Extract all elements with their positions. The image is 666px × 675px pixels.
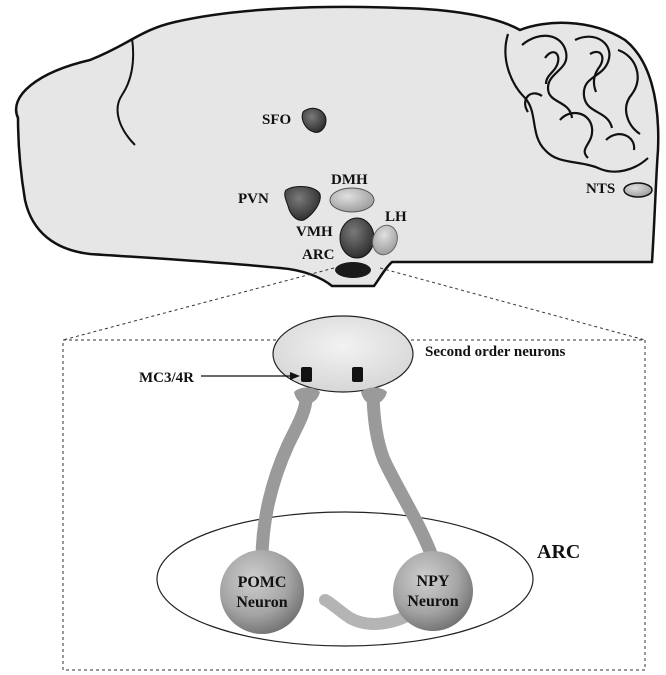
nts-label: NTS <box>586 181 615 197</box>
pomc-label-line2: Neuron <box>236 594 287 611</box>
dmh-nucleus <box>329 187 375 213</box>
mc34r-receptor-right <box>352 367 363 382</box>
npy-label-line2: Neuron <box>407 593 458 610</box>
dmh-label: DMH <box>331 172 368 188</box>
cerebellum <box>504 33 649 173</box>
brain-outline <box>15 5 660 288</box>
pomc-label-line1: POMC <box>238 574 287 591</box>
arc-label-inset: ARC <box>537 541 580 563</box>
arc-region <box>156 511 534 647</box>
nts-nucleus <box>623 182 653 198</box>
npy-neuron <box>393 551 473 631</box>
npy-pomc-connection <box>319 594 421 630</box>
npy-terminal <box>361 387 387 404</box>
mc34r-arrowhead <box>290 372 300 380</box>
second-order-label: Second order neurons <box>425 344 565 360</box>
pvn-label: PVN <box>238 191 269 207</box>
pvn-nucleus <box>284 186 321 221</box>
mc34r-label: MC3/4R <box>139 370 194 386</box>
npy-label-line1: NPY <box>417 573 450 590</box>
pomc-terminal <box>294 387 320 404</box>
arc-nucleus <box>335 262 371 278</box>
sfo-nucleus <box>301 107 327 133</box>
vmh-label: VMH <box>296 224 333 240</box>
arc-label-brain: ARC <box>302 247 335 263</box>
lh-nucleus <box>372 224 398 256</box>
pomc-projection <box>255 391 313 567</box>
lh-label: LH <box>385 209 407 225</box>
sfo-label: SFO <box>262 112 291 128</box>
mc34r-receptor-left <box>301 367 312 382</box>
pomc-neuron <box>220 550 304 634</box>
zoom-connectors <box>62 267 646 341</box>
vmh-nucleus <box>339 217 375 259</box>
second-order-neurons <box>272 315 414 393</box>
npy-projection <box>366 391 439 563</box>
